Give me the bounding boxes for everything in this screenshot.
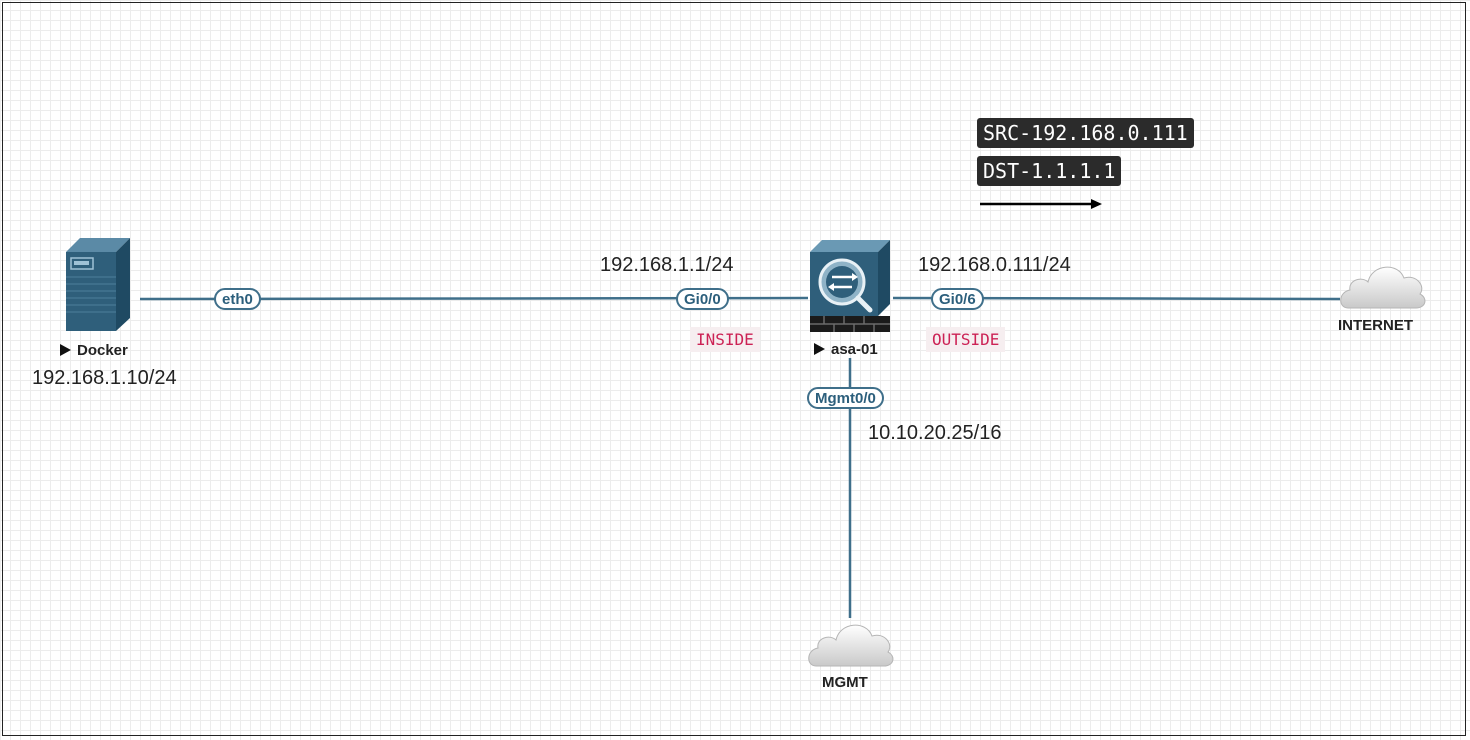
cloud-icon	[1340, 266, 1426, 309]
asa-outside-ip: 192.168.0.111/24	[918, 254, 1071, 276]
firewall-icon	[810, 240, 890, 332]
docker-ip: 192.168.1.10/24	[32, 367, 177, 389]
mgmt-node[interactable]	[804, 614, 896, 672]
internet-node[interactable]	[1336, 256, 1428, 314]
docker-node[interactable]	[64, 236, 132, 332]
play-icon[interactable]	[814, 343, 825, 355]
asa-mgmt-ip: 10.10.20.25/16	[868, 422, 1002, 444]
src-annotation: SRC-192.168.0.111	[977, 118, 1194, 148]
asa-inside-ip: 192.168.1.1/24	[600, 254, 734, 276]
docker-name: Docker	[77, 342, 128, 359]
asa-name: asa-01	[831, 341, 878, 358]
port-eth0[interactable]: eth0	[214, 288, 261, 310]
zone-outside: OUTSIDE	[926, 327, 1006, 352]
internet-label: INTERNET	[1338, 317, 1413, 334]
asa-node[interactable]	[808, 238, 894, 334]
port-gi0-0[interactable]: Gi0/0	[676, 288, 729, 310]
docker-label: Docker	[60, 342, 128, 359]
port-gi0-6[interactable]: Gi0/6	[931, 288, 984, 310]
cloud-icon	[808, 624, 894, 667]
port-mgmt0-0[interactable]: Mgmt0/0	[807, 387, 884, 409]
play-icon[interactable]	[60, 344, 71, 356]
flow-arrow	[980, 199, 1102, 209]
dst-annotation: DST-1.1.1.1	[977, 156, 1122, 186]
mgmt-label: MGMT	[822, 674, 868, 691]
zone-inside: INSIDE	[690, 327, 760, 352]
asa-label: asa-01	[814, 341, 878, 358]
server-icon	[66, 238, 130, 331]
